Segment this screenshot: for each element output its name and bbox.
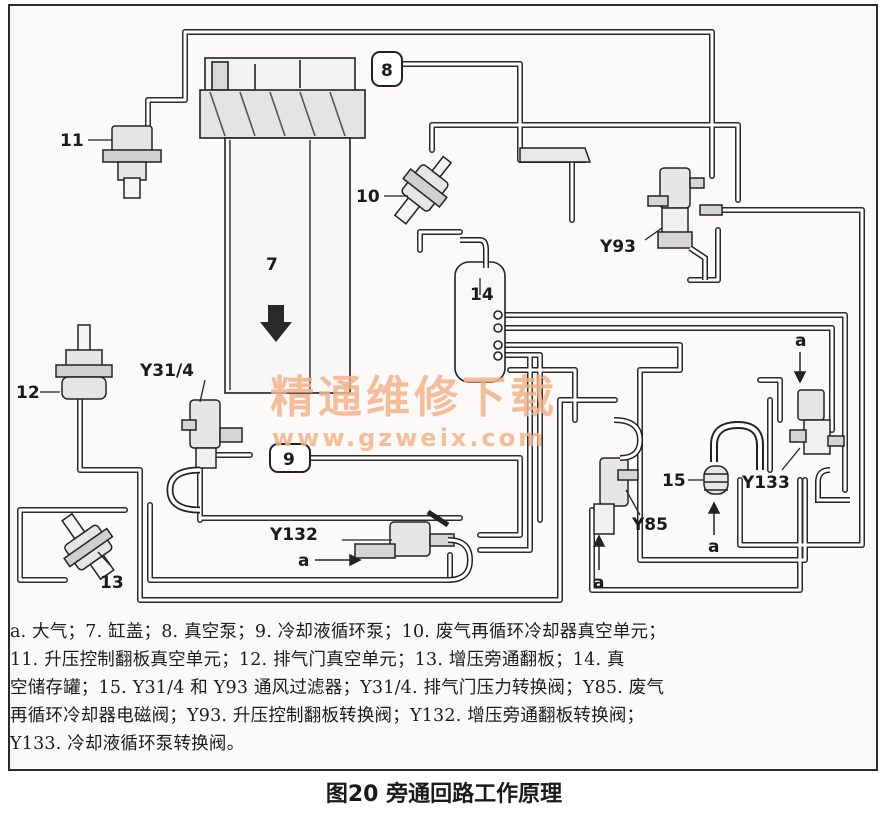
- legend-line: 再循环冷却器电磁阀；Y93. 升压控制翻板转换阀；Y132. 增压旁通翻板转换阀…: [10, 706, 645, 726]
- legend-line: 11. 升压控制翻板真空单元；12. 排气门真空单元；13. 增压旁通翻板；14…: [10, 650, 625, 670]
- ventilation-filter-15: [703, 465, 729, 495]
- leader-lines: [40, 139, 801, 566]
- egr-vacuum-unit-10: [393, 155, 453, 225]
- watermark-title: 精通维修下载: [270, 372, 558, 423]
- boost-flap-vacuum-unit-11: [102, 125, 162, 199]
- valve-Y93: [647, 167, 723, 280]
- boost-bypass-flap-13: [61, 512, 115, 581]
- label-14: 14: [470, 285, 494, 305]
- watermark-url: www.gzweix.com: [272, 424, 546, 452]
- label-a-y132: a: [298, 551, 309, 571]
- label-a-y85: a: [593, 573, 604, 593]
- valve-Y85: [593, 417, 644, 535]
- vacuum-pump-outlet: [519, 147, 592, 163]
- figure-caption: 图20 旁通回路工作原理: [325, 782, 563, 807]
- legend-line: Y133. 冷却液循环泵转换阀。: [10, 734, 245, 754]
- label-y31-4: Y31/4: [139, 361, 194, 381]
- label-13: 13: [100, 573, 124, 593]
- figure-frame: [8, 4, 878, 771]
- vacuum-pump-8-box: [371, 51, 403, 87]
- label-15: 15: [662, 471, 686, 491]
- label-12: 12: [16, 383, 40, 403]
- label-a-y133: a: [795, 331, 806, 351]
- exhaust-valve-vacuum-unit-12: [55, 324, 113, 400]
- legend-line: 空储存罐；15. Y31/4 和 Y93 通风过滤器；Y31/4. 排气门压力转…: [10, 678, 665, 698]
- vacuum-lines: [17, 29, 865, 603]
- label-11: 11: [60, 131, 84, 151]
- atmosphere-arrows: [315, 352, 807, 570]
- coolant-pump-9-box: [269, 443, 311, 473]
- legend-line: a. 大气；7. 缸盖；8. 真空泵；9. 冷却液循环泵；10. 废气再循环冷却…: [10, 622, 666, 642]
- flow-arrow-down-icon: [260, 305, 292, 342]
- valve-Y31-4: [166, 399, 243, 514]
- valve-Y132: [354, 509, 474, 583]
- label-7: 7: [266, 255, 278, 275]
- label-a-15: a: [708, 537, 719, 557]
- cylinder-head-7: [199, 57, 366, 394]
- label-y132: Y132: [269, 525, 318, 545]
- label-y85: Y85: [631, 515, 668, 535]
- label-y133: Y133: [741, 473, 790, 493]
- vacuum-circuit-diagram: 7 8 9 10 11 12 13 14 15 Y31/4 Y93 Y85 Y1…: [16, 29, 865, 603]
- legend: a. 大气；7. 缸盖；8. 真空泵；9. 冷却液循环泵；10. 废气再循环冷却…: [10, 618, 866, 758]
- label-y93: Y93: [599, 237, 636, 257]
- label-9: 9: [283, 450, 295, 470]
- vacuum-reservoir-14: [454, 237, 506, 383]
- valve-Y133: [710, 389, 850, 503]
- label-8: 8: [381, 61, 393, 81]
- label-10: 10: [356, 187, 380, 207]
